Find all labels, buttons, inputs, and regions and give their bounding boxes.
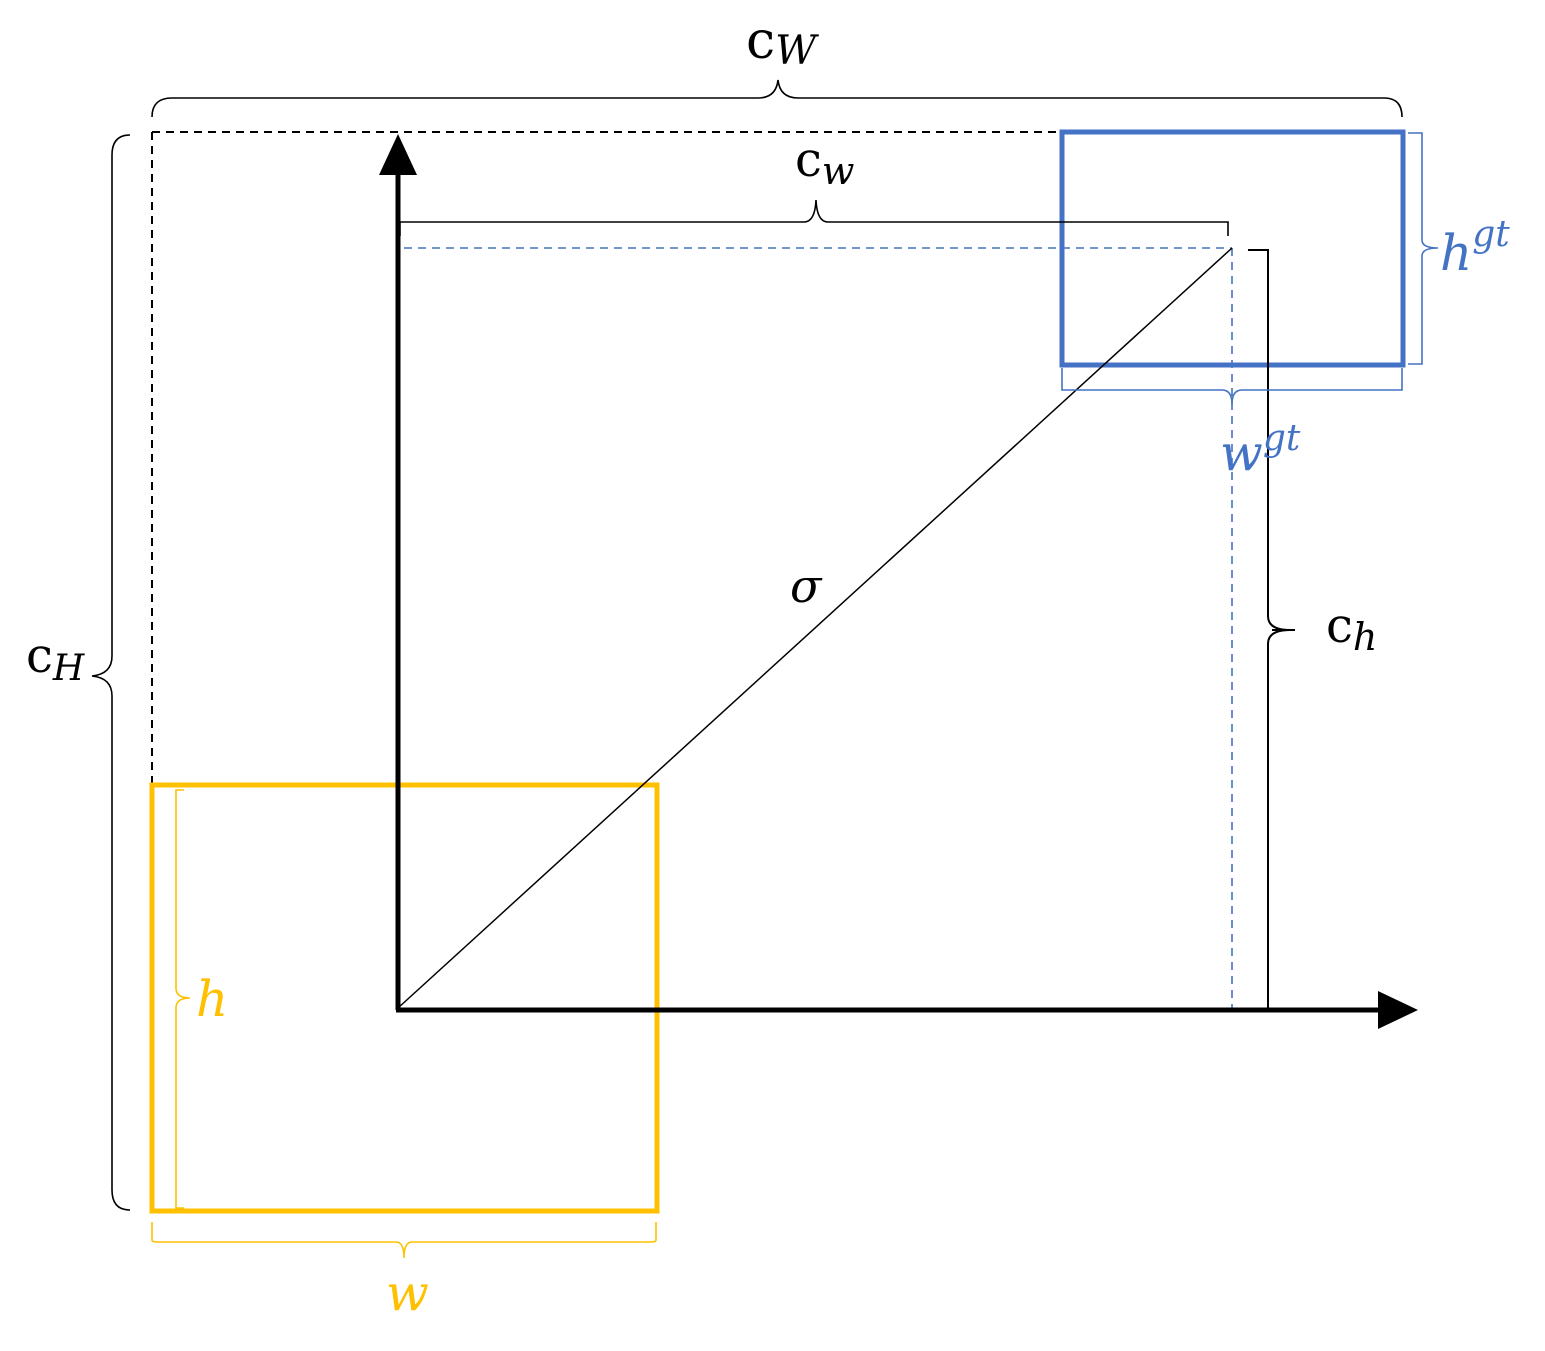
x-axis-arrowhead	[1378, 991, 1418, 1029]
y-axis-arrowhead	[379, 134, 417, 175]
label-sigma: σ	[790, 559, 823, 613]
cH-brace	[91, 134, 131, 1211]
label-hgt: hgt	[1440, 214, 1510, 282]
sigma-diagonal-line	[397, 247, 1233, 1009]
label-wgt: wgt	[1220, 418, 1301, 482]
label-cw: cw	[795, 132, 854, 193]
label-h: h	[196, 970, 228, 1028]
predicted-box	[149, 782, 660, 1214]
hgt-brace	[1408, 132, 1439, 365]
wgt-brace	[1061, 368, 1403, 405]
h-brace	[175, 789, 191, 1209]
w-brace	[151, 1222, 657, 1259]
cW-brace	[151, 79, 1403, 118]
label-ch: ch	[1326, 598, 1377, 659]
label-w: w	[386, 1264, 429, 1322]
label-cW: cW	[746, 11, 819, 74]
label-cH: cH	[26, 628, 85, 689]
ground-truth-box	[1059, 129, 1406, 368]
cw-brace	[399, 199, 1229, 236]
